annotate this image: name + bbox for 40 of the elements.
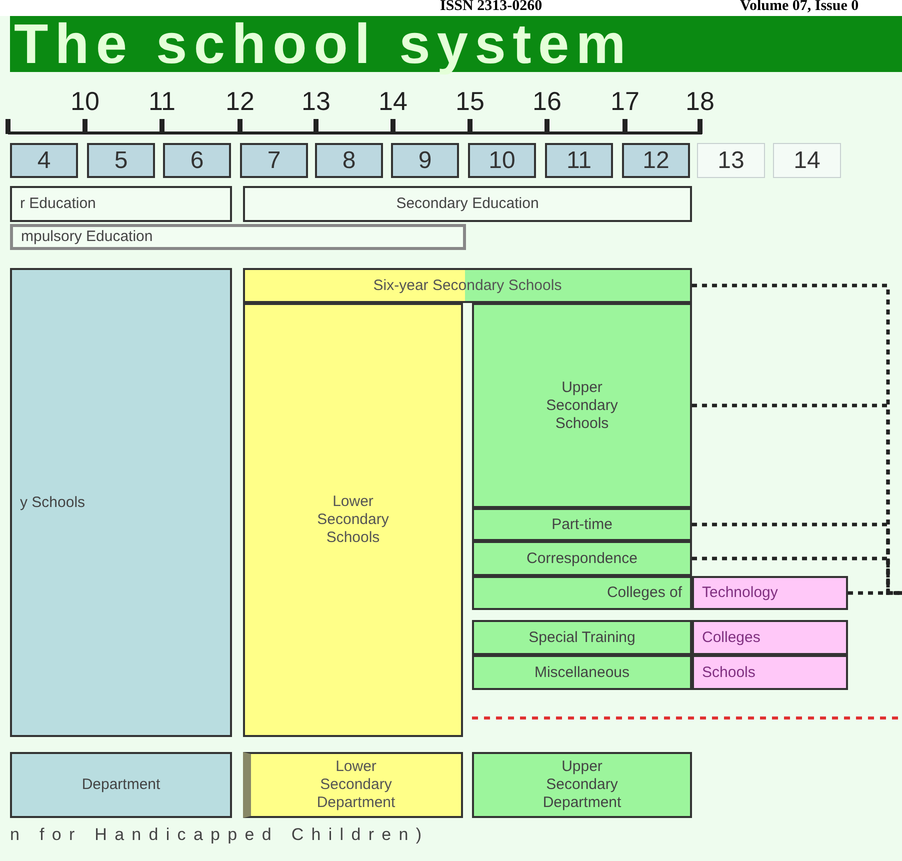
- grade-box: 10: [468, 143, 536, 178]
- school-box: Part-time: [472, 508, 692, 541]
- stage-box: r Education: [10, 186, 232, 222]
- school-box: Technology: [692, 576, 848, 610]
- school-box: Colleges of: [472, 576, 692, 610]
- grade-box: 9: [391, 143, 459, 178]
- school-box: Lower Secondary Schools: [243, 303, 463, 737]
- age-number: 14: [378, 86, 408, 116]
- school-box: Department: [10, 752, 232, 818]
- age-number: 15: [454, 86, 486, 116]
- grade-box: 12: [622, 143, 690, 178]
- grade-box: 11: [545, 143, 613, 178]
- grade-box: 4: [10, 143, 78, 178]
- grade-box: 5: [87, 143, 155, 178]
- school-box: y Schools: [10, 268, 232, 737]
- age-number: 12: [224, 86, 256, 116]
- grade-box: 8: [315, 143, 383, 178]
- school-box: Correspondence: [472, 541, 692, 576]
- school-box: Special Training: [472, 620, 692, 655]
- age-number: 13: [300, 86, 332, 116]
- age-number: 17: [610, 86, 640, 116]
- header-text: ISSN 2313-0260: [440, 0, 542, 14]
- age-number: 18: [684, 86, 716, 116]
- grade-box: 14: [773, 143, 841, 178]
- grade-box: 13: [697, 143, 765, 178]
- dotted-connector: [848, 591, 902, 595]
- school-box: Schools: [692, 655, 848, 690]
- age-number: 16: [532, 86, 562, 116]
- school-box: Lower Secondary Department: [243, 752, 463, 818]
- stage-box: mpulsory Education: [10, 224, 466, 250]
- grade-box: 6: [163, 143, 231, 178]
- school-box: Upper Secondary Department: [472, 752, 692, 818]
- grade-box: 7: [240, 143, 308, 178]
- school-box: Colleges: [692, 620, 848, 655]
- age-number: 11: [148, 86, 176, 116]
- school-box: Upper Secondary Schools: [472, 303, 692, 508]
- age-number: 10: [70, 86, 100, 116]
- footer-note: n for Handicapped Children): [10, 824, 430, 846]
- school-box: Miscellaneous: [472, 655, 692, 690]
- stage-box: Secondary Education: [243, 186, 692, 222]
